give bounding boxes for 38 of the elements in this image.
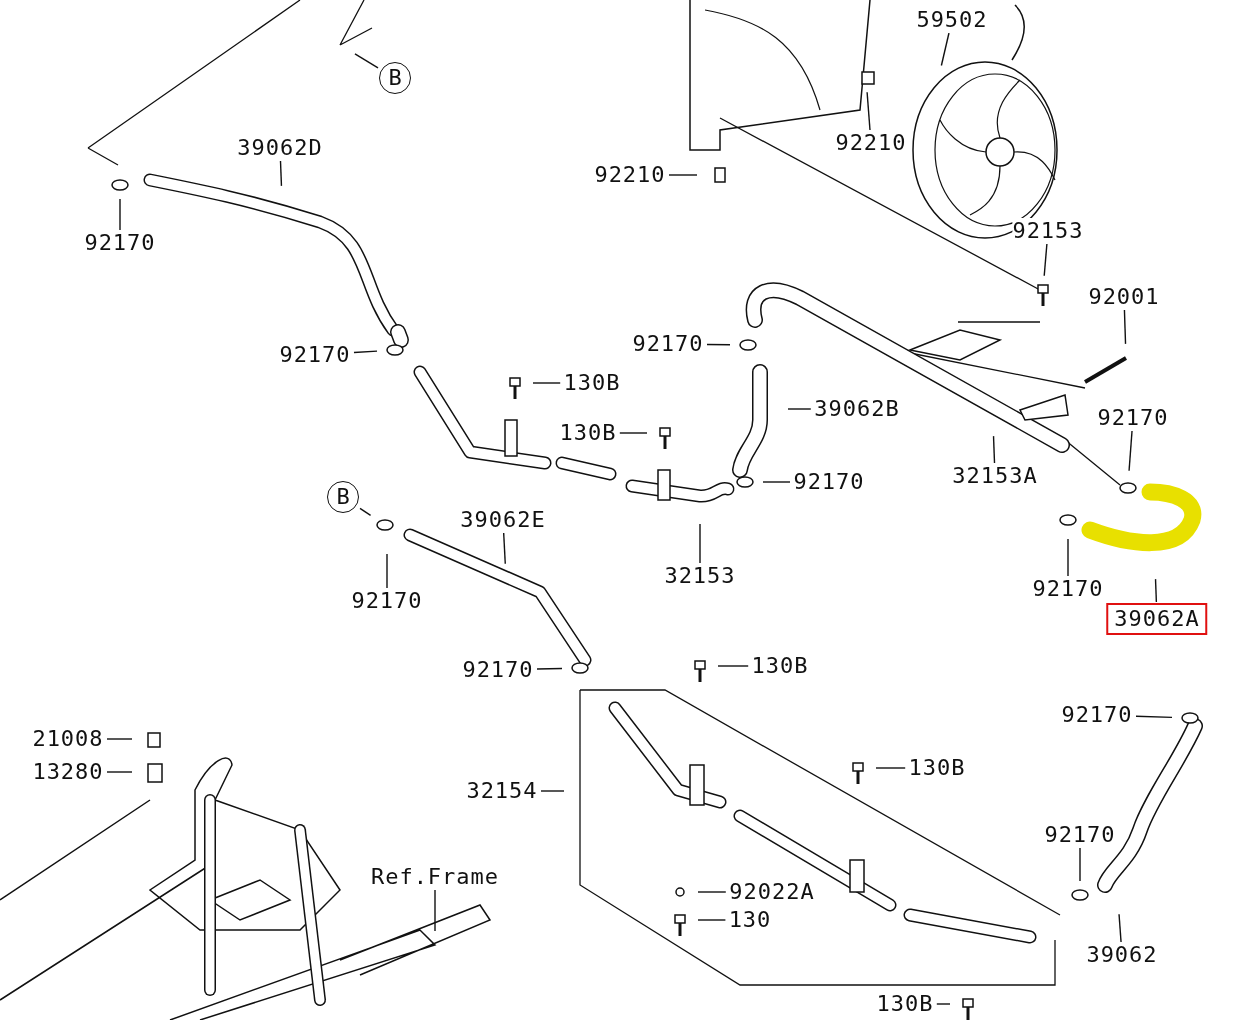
leader-line [1123, 309, 1127, 345]
leader-line [536, 667, 563, 670]
leader-line [106, 771, 133, 773]
leader-line [540, 790, 565, 792]
reference-letter-circle: B [327, 481, 359, 513]
leader-line [1135, 715, 1173, 719]
leader-line [1154, 578, 1158, 603]
leader-line [706, 343, 731, 346]
leader-line [353, 350, 378, 354]
highlighted-part-number: 39062A [1106, 603, 1208, 635]
leader-line [106, 738, 133, 740]
leader-line [762, 481, 791, 483]
leader-line [697, 919, 727, 921]
leader-line [697, 891, 727, 893]
leader-line [787, 408, 812, 410]
leader-line [936, 1003, 951, 1005]
leader-line [354, 53, 379, 69]
leader-line [668, 174, 698, 176]
leader-line [1118, 913, 1122, 943]
leader-line [502, 532, 506, 565]
leader-line [434, 889, 436, 932]
leader-line [619, 432, 648, 434]
leader-line [279, 160, 283, 187]
leader-line [532, 382, 561, 384]
leader-line [992, 435, 996, 464]
leader-line [1043, 243, 1048, 277]
leader-line [1079, 847, 1081, 882]
leader-line [359, 507, 372, 517]
leader-line [386, 553, 388, 589]
leader-line [1128, 430, 1133, 472]
leader-line [1067, 538, 1069, 577]
leader-line [866, 91, 871, 131]
leader-line [699, 523, 701, 564]
reference-letter-circle: B [379, 62, 411, 94]
leader-line [940, 32, 950, 67]
leader-line [875, 767, 906, 769]
leader-line [717, 665, 749, 667]
leader-line [119, 198, 121, 231]
